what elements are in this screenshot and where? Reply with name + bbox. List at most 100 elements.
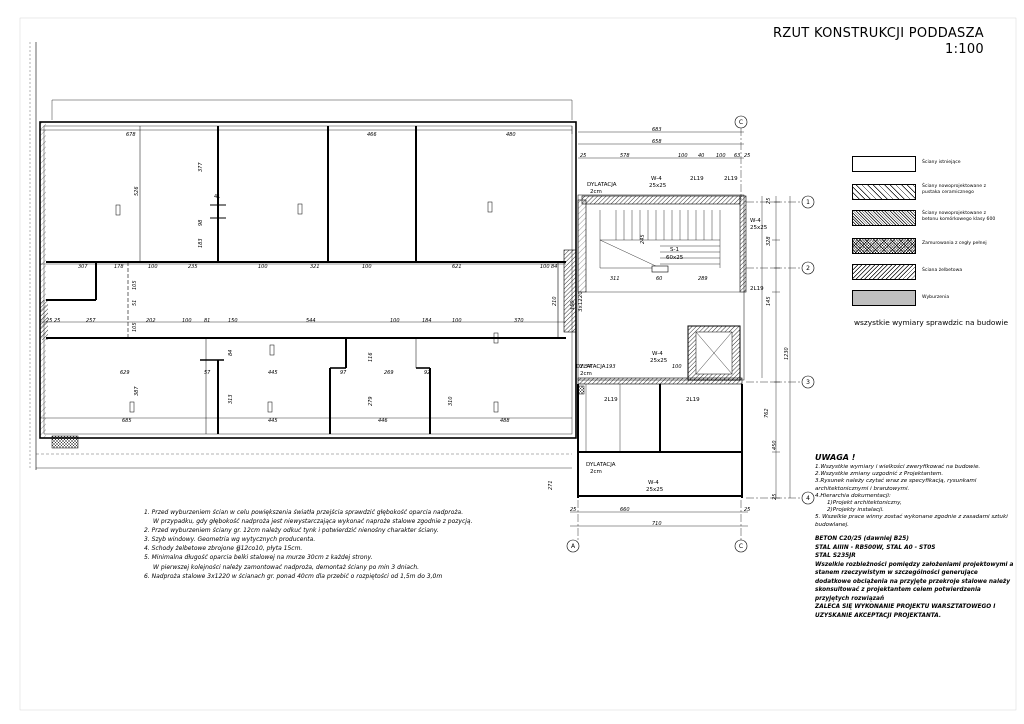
dim-text: 105: [132, 322, 138, 332]
dim-text: 100: [672, 364, 682, 370]
dim-text: 289: [698, 276, 708, 282]
dim-text: 183: [198, 238, 204, 248]
dim-text: 450: [772, 440, 778, 450]
dim-text: 100: [540, 264, 550, 270]
dim-text: 178: [114, 264, 124, 270]
dim-text: 25: [766, 198, 772, 204]
top-dimension-line: [39, 126, 573, 419]
dim-text: 100: [258, 264, 268, 270]
dim-text: 445: [268, 418, 278, 424]
dim-text: 377: [198, 162, 204, 172]
spec-line: ZALECA SIĘ WYKONANIE PROJEKTU WARSZTATOW…: [815, 604, 996, 619]
dim-text: 658: [652, 139, 662, 145]
uwaga-item: 3.Rysunek należy czytać wraz ze specyfik…: [815, 478, 977, 492]
dylatacja-label: DYLATACJA: [586, 462, 616, 468]
dim-text: 210: [552, 296, 558, 306]
beam-label: W-4: [651, 176, 662, 182]
dim-text: 25: [46, 318, 52, 324]
legend-label: Zamurowania z cegły pełnej: [922, 241, 987, 246]
legend-label: Ściana żelbetowa: [922, 268, 963, 273]
beam-label-sub: 25x25: [650, 358, 668, 364]
dim-text: 311: [610, 276, 620, 282]
dim-text: 100: [678, 153, 688, 159]
dim-text: 193: [606, 364, 616, 370]
dim-text: 92: [424, 370, 430, 376]
spec-line: BETON C20/25 (dawniej B25): [815, 536, 909, 542]
grid-axis-bubbles: [566, 115, 815, 553]
uwaga-item: 5. Wszelkie prace winny zostać wykonane …: [815, 514, 1008, 528]
dim-text: 762: [764, 408, 770, 418]
dim-text: 488: [500, 418, 510, 424]
uwaga-item: 4.Hierarchia dokumentacji:: [815, 492, 891, 499]
dim-text: 63: [734, 153, 740, 159]
drawing-title: RZUT KONSTRUKCJI PODDASZA: [772, 26, 984, 41]
dim-text: 321: [310, 264, 320, 270]
dim-text: 660: [620, 507, 630, 513]
dim-text: 100: [390, 318, 400, 324]
dim-text: 40: [698, 153, 704, 159]
dim-text: 60: [656, 276, 662, 282]
legend-note: wszystkie wymiary sprawdzic na budowie: [854, 318, 1009, 327]
uwaga-item: 1.Wszystkie wymiary i wielkości zweryfik…: [815, 464, 981, 470]
dim-text: 25: [570, 507, 576, 513]
note-item: 2. Przed wyburzeniem ściany gr. 12cm nal…: [144, 527, 439, 535]
dim-text: 245: [640, 234, 646, 244]
dim-text: 710: [652, 521, 662, 527]
dim-text: 269: [384, 370, 394, 376]
dylatacja-label: DYLATACJA: [587, 182, 617, 188]
dim-text: 25: [744, 153, 750, 159]
top-right-dimension-chain: [570, 128, 748, 540]
dim-text: 100: [362, 264, 372, 270]
axis-row-1: 1: [806, 199, 810, 206]
uwaga-item: 2.Wszystkie zmiany uzgodnić z Projektant…: [815, 471, 944, 478]
dim-text: 370: [514, 318, 524, 324]
material-spec: BETON C20/25 (dawniej B25) STAL AIIIN - …: [815, 535, 1015, 620]
dim-text: 1230: [784, 347, 790, 360]
legend-swatch-ceramic: [852, 184, 916, 200]
vertical-dimension-labels: 526 377 98 183 105 51 105 84 387 313 116…: [132, 162, 790, 500]
lower-room-partitions: [129, 332, 499, 434]
dim-text: 279: [368, 396, 374, 406]
dim-text: 84: [551, 264, 557, 270]
dim-text: 257: [86, 318, 96, 324]
axis-a-bottom: A: [571, 543, 576, 550]
dim-text: 683: [652, 127, 662, 133]
wall-dim-label: 41: [214, 194, 220, 200]
dim-text: 25: [772, 494, 778, 500]
dylatacja-label: DYLATACJA: [576, 364, 606, 370]
dim-text: 97: [340, 370, 347, 376]
dim-text: 235: [188, 264, 198, 270]
dim-text: 184: [422, 318, 432, 324]
dim-text: 271: [548, 480, 554, 490]
spec-line: STAL AIIIN - RB500W, STAL A0 - ST0S: [815, 544, 936, 551]
axis-c-bottom: C: [739, 543, 743, 550]
legend-label: Ściany nowoprojektowane z pustaka cerami…: [922, 184, 986, 195]
dim-text: 328: [766, 236, 772, 246]
dim-text: 202: [146, 318, 156, 324]
dim-text: 685: [122, 418, 132, 424]
note-item: 5. Minimalna długość oparcia belki stalo…: [144, 554, 373, 562]
dim-text: 100: [716, 153, 726, 159]
legend-label: Wyburzenia: [922, 295, 950, 300]
dylatacja-sub: 2cm: [590, 469, 602, 475]
beam-label: W-4: [750, 218, 761, 224]
legend-swatch-aerated-concrete: [852, 210, 916, 226]
spec-line: Wszelkie rozbieżności pomiędzy założenia…: [815, 561, 1014, 602]
upper-room-partitions: [115, 126, 493, 262]
dylatacja-sub: 2cm: [590, 189, 602, 195]
dim-text: 445: [268, 370, 278, 376]
dim-text: 621: [452, 264, 462, 270]
axis-row-3: 3: [806, 379, 810, 386]
general-notes: 1. Przed wyburzeniem ścian w celu powięk…: [144, 508, 524, 581]
dim-text: 57: [204, 370, 211, 376]
structural-labels: DYLATACJA 2cm W-4 25x25 2L19 2L19 W-4 25…: [214, 176, 768, 493]
stair-beam-sub: 60x25: [666, 255, 684, 261]
steel-lintel-label: 3x1220: [578, 291, 584, 312]
dim-text: 25: [580, 153, 586, 159]
beam-label: W-4: [648, 480, 659, 486]
uwaga-heading: UWAGA !: [815, 453, 856, 462]
dim-text: 25: [744, 507, 750, 513]
note-item: W przypadku, gdy głębokość nadproża jest…: [153, 518, 473, 526]
legend-swatch-demolition: [852, 290, 916, 306]
